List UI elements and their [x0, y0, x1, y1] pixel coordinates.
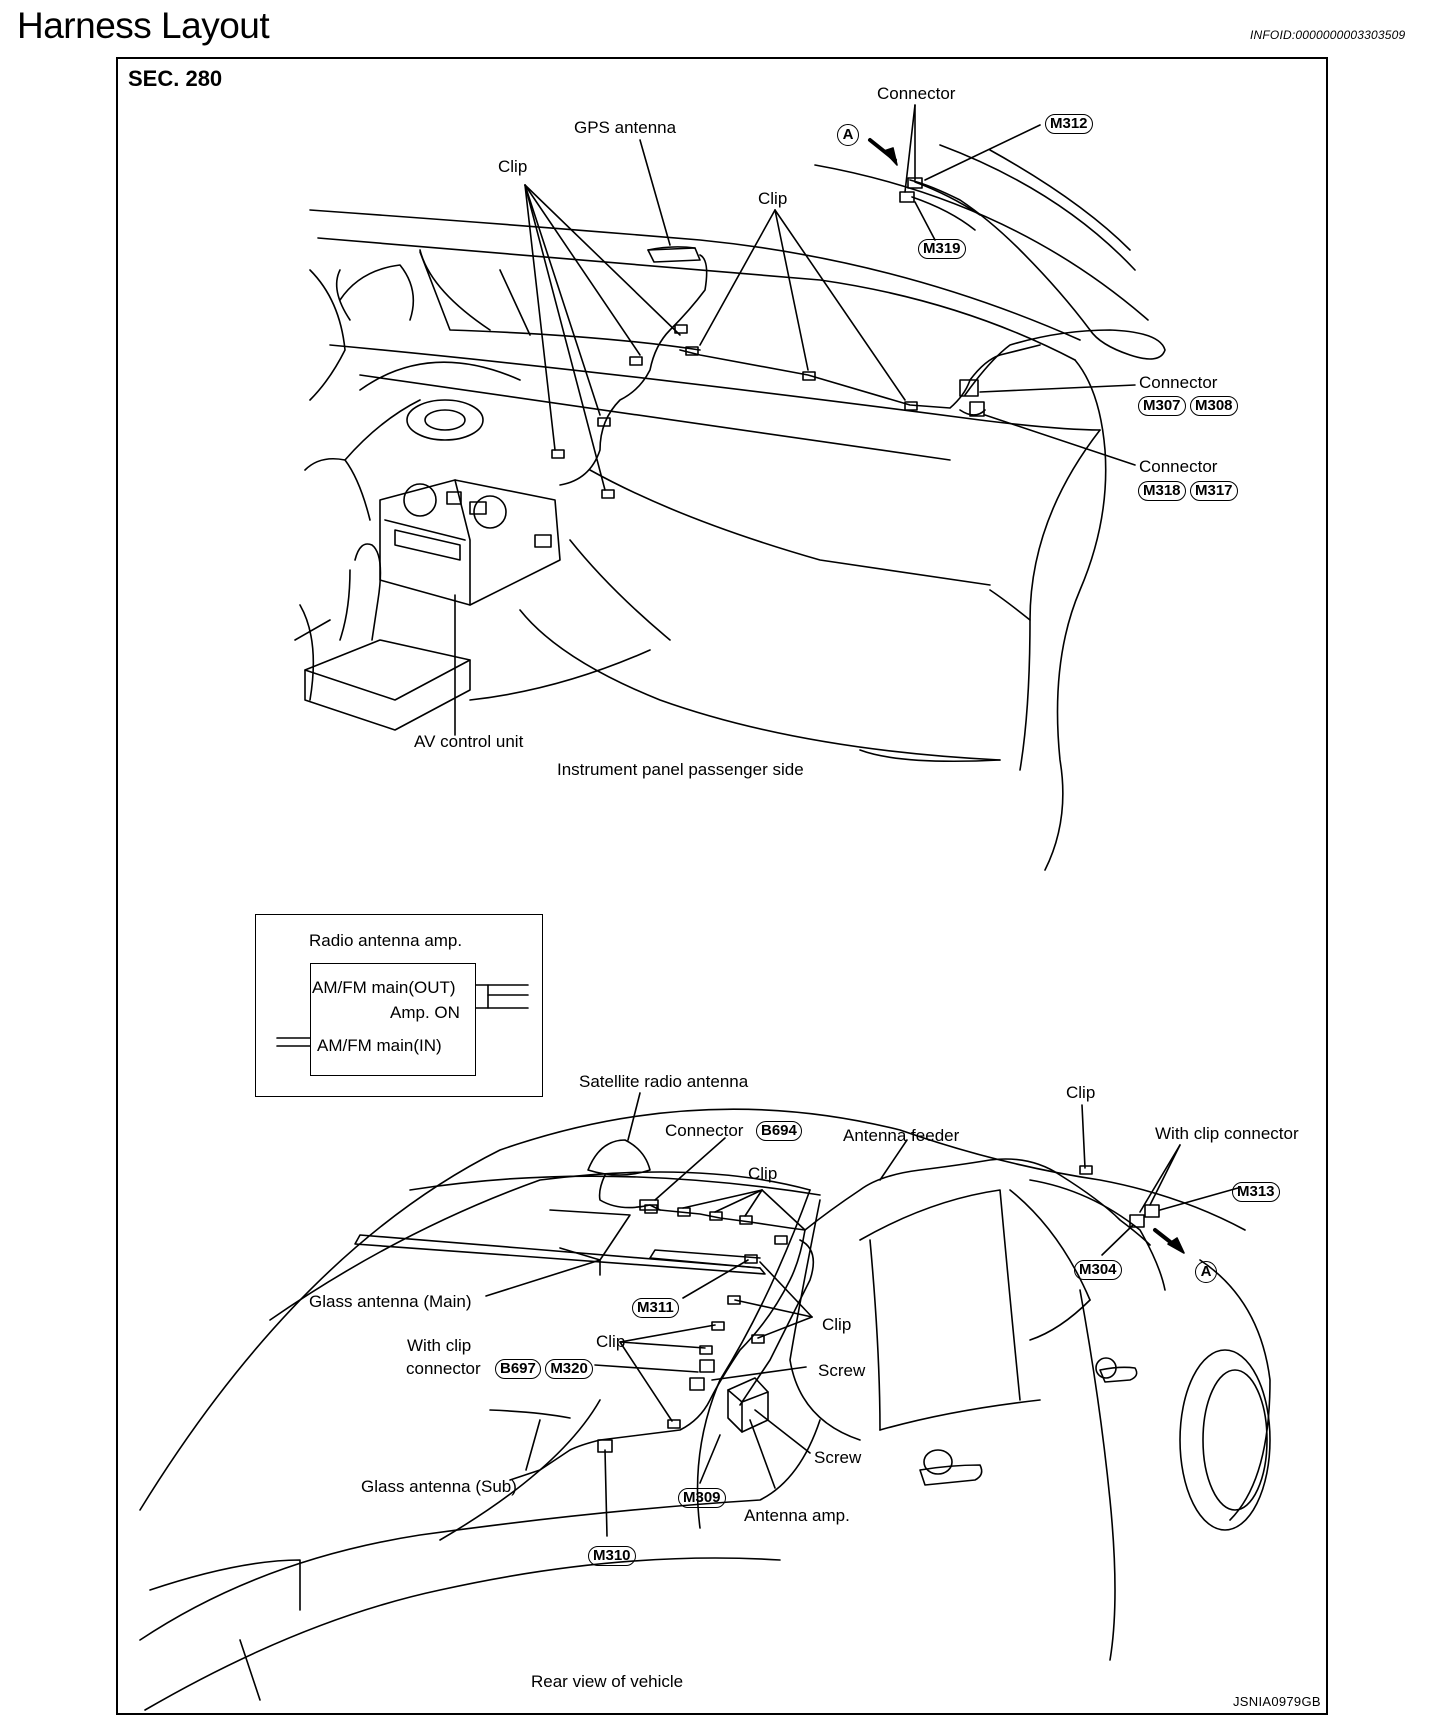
inset-wiring	[276, 984, 529, 1047]
antenna-feeder-label: Antenna feeder	[843, 1126, 960, 1145]
figure-frame	[116, 57, 1328, 1715]
connector-m313: M313	[1232, 1182, 1280, 1202]
radio-antenna-amp-inset	[255, 914, 543, 1097]
view-marker-a-top-glyph: A	[837, 124, 859, 146]
connector-b694: B694	[756, 1121, 802, 1141]
connector-m319: M319	[918, 239, 966, 259]
connector-m320-tag: M320	[545, 1359, 593, 1379]
info-id: INFOID:0000000003303509	[1250, 28, 1406, 42]
connector-m304-tag: M304	[1074, 1260, 1122, 1280]
connector-m317-tag: M317	[1189, 481, 1238, 501]
connector-b697-m320: B697 M320	[495, 1359, 593, 1379]
screw-upper-label: Screw	[818, 1361, 866, 1380]
glass-antenna-main-label: Glass antenna (Main)	[309, 1292, 472, 1311]
glass-antenna-sub-label: Glass antenna (Sub)	[361, 1477, 517, 1496]
with-clip-label: With clip	[407, 1336, 472, 1355]
connector-m318-m317: M318 M317	[1138, 481, 1238, 501]
view-marker-a-bottom-glyph: A	[1195, 1261, 1217, 1283]
clip-right-label: Clip	[822, 1315, 852, 1334]
connector-m319-tag: M319	[918, 239, 966, 259]
connector-m309-tag: M309	[678, 1488, 726, 1508]
inset-amp-on-label: Amp. ON	[390, 1003, 460, 1022]
inset-amp-box	[310, 963, 476, 1076]
connector-m311: M311	[632, 1298, 679, 1318]
inset-out-label: AM/FM main(OUT)	[312, 978, 456, 997]
clip-center-label: Clip	[758, 189, 788, 208]
connector-m312-tag: M312	[1045, 114, 1093, 134]
connector-b697-tag: B697	[495, 1359, 541, 1379]
view-marker-a-bottom: A	[1195, 1261, 1217, 1283]
section-label: SEC. 280	[128, 66, 223, 91]
figure-code: JSNIA0979GB	[1233, 1694, 1321, 1709]
connector-b694-tag: B694	[756, 1121, 802, 1141]
av-control-unit-label: AV control unit	[414, 732, 524, 751]
connector-m310: M310	[588, 1546, 636, 1566]
connector-b694-label: Connector	[665, 1121, 744, 1140]
clip-left-label: Clip	[498, 157, 528, 176]
page-title: Harness Layout	[17, 5, 270, 46]
connector-m318-tag: M318	[1138, 481, 1186, 501]
clip-left-lower-label: Clip	[596, 1332, 626, 1351]
rear-view-drawing	[139, 1092, 1271, 1711]
clip-top-right-label: Clip	[1066, 1083, 1096, 1102]
connector-m309: M309	[678, 1488, 726, 1508]
screw-lower-label: Screw	[814, 1448, 862, 1467]
connector-m307-m308: M307 M308	[1138, 396, 1238, 416]
with-clip-connector-right-label: With clip connector	[1155, 1124, 1299, 1143]
clip-top-center-label: Clip	[748, 1164, 778, 1183]
antenna-amp-label: Antenna amp.	[744, 1506, 850, 1525]
connector-m311-tag: M311	[632, 1298, 679, 1318]
connector-m313-tag: M313	[1232, 1182, 1280, 1202]
inset-in-label: AM/FM main(IN)	[317, 1036, 442, 1055]
connector-low-label: Connector	[1139, 457, 1218, 476]
satellite-radio-antenna-label: Satellite radio antenna	[579, 1072, 749, 1091]
inset-title: Radio antenna amp.	[309, 931, 463, 950]
instrument-panel-drawing	[294, 104, 1166, 871]
connector-word-label: connector	[406, 1359, 481, 1378]
connector-m304: M304	[1074, 1260, 1122, 1280]
connector-m310-tag: M310	[588, 1546, 636, 1566]
connector-m308-tag: M308	[1189, 396, 1238, 416]
connector-m312: M312	[1045, 114, 1093, 134]
connector-mid-label: Connector	[1139, 373, 1218, 392]
connector-top-label: Connector	[877, 84, 956, 103]
instrument-panel-caption: Instrument panel passenger side	[557, 760, 804, 779]
view-marker-a-top: A	[837, 124, 859, 146]
connector-m307-tag: M307	[1138, 396, 1186, 416]
rear-view-caption: Rear view of vehicle	[531, 1672, 684, 1691]
gps-antenna-label: GPS antenna	[574, 118, 677, 137]
